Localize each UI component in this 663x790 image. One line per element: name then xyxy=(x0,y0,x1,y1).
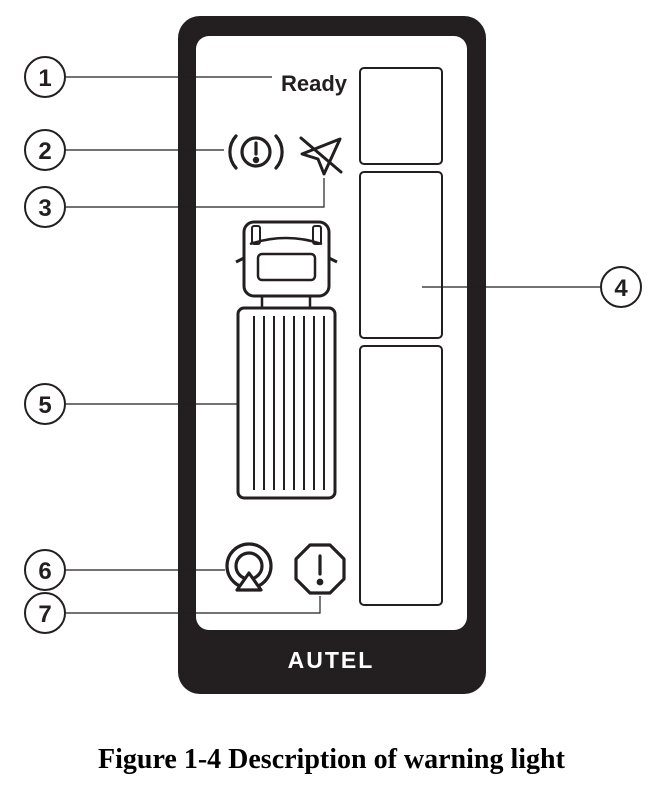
display-panel-top xyxy=(359,67,443,165)
svg-text:3: 3 xyxy=(38,195,51,222)
tire-pressure-icon xyxy=(225,542,273,592)
callout-7: 7 xyxy=(24,592,66,634)
callout-4: 4 xyxy=(600,266,642,308)
callout-3: 3 xyxy=(24,186,66,228)
octagon-warning-icon xyxy=(294,543,346,595)
svg-text:2: 2 xyxy=(38,138,51,165)
callout-leader-lines xyxy=(66,76,600,614)
device-body xyxy=(178,16,486,694)
svg-text:6: 6 xyxy=(38,558,51,585)
brake-warning-icon xyxy=(228,134,284,170)
svg-text:5: 5 xyxy=(38,392,51,419)
status-ready-text: Ready xyxy=(281,71,348,96)
callout-5: 5 xyxy=(24,383,66,425)
callout-6: 6 xyxy=(24,549,66,591)
svg-text:4: 4 xyxy=(614,275,628,302)
signal-off-icon xyxy=(299,136,343,176)
status-display-panels xyxy=(359,67,443,606)
figure-caption: Figure 1-4 Description of warning light xyxy=(98,744,565,775)
trailer-ribs xyxy=(253,316,325,490)
brand-logo-text: AUTEL xyxy=(288,647,375,673)
warning-light-diagram: Ready xyxy=(24,16,642,694)
svg-text:1: 1 xyxy=(38,65,51,92)
display-panel-middle xyxy=(359,171,443,339)
display-panel-bottom xyxy=(359,345,443,606)
callout-2: 2 xyxy=(24,129,66,171)
callout-1: 1 xyxy=(24,56,66,98)
svg-text:7: 7 xyxy=(38,601,51,628)
truck-top-view-icon xyxy=(235,220,338,500)
